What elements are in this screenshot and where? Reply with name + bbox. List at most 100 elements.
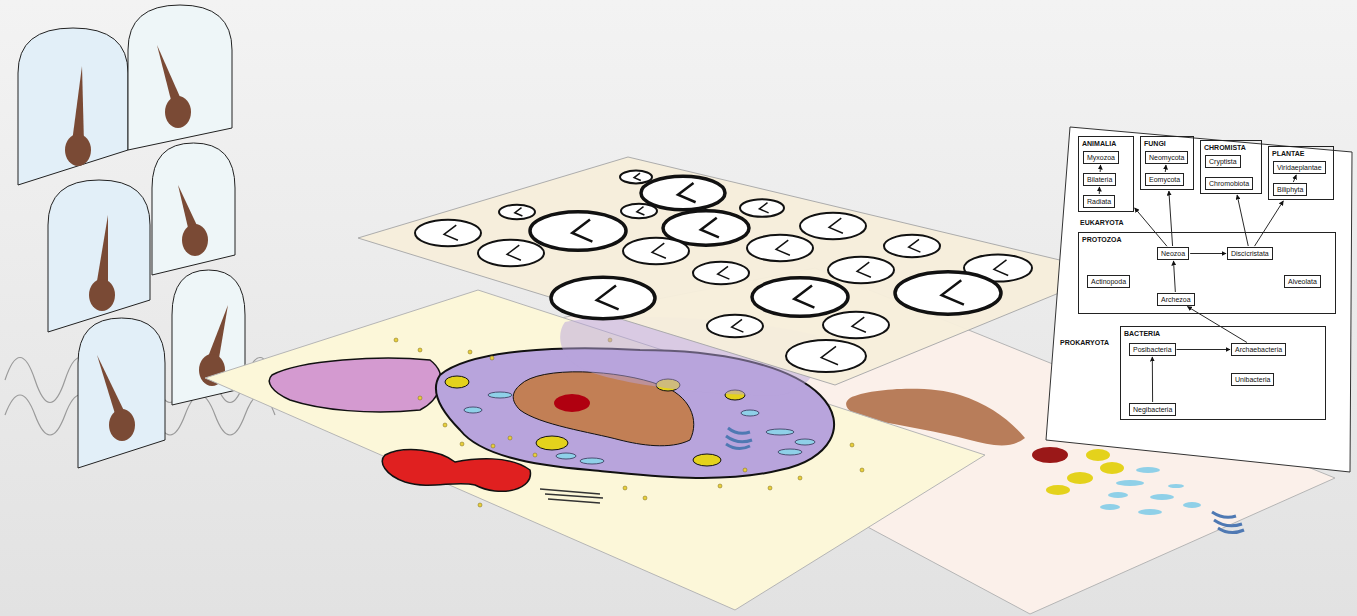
arrow-connector — [1165, 165, 1167, 172]
sperm-head — [165, 96, 191, 128]
taxon-name: Cryptista — [1209, 158, 1237, 165]
taxon-name: Neomycota — [1149, 154, 1184, 161]
clock — [693, 262, 749, 284]
clock-hands — [678, 183, 696, 202]
clock-hands — [572, 219, 592, 241]
red-cell — [382, 450, 530, 492]
yellow-organelle — [1046, 485, 1070, 495]
yellow-organelle — [445, 376, 469, 388]
cell-plate — [205, 290, 985, 610]
yellow-organelle — [1067, 472, 1093, 484]
sperm-tail — [96, 215, 108, 289]
clock-hands — [634, 173, 641, 180]
vesicle — [508, 436, 512, 440]
clock-face — [786, 340, 866, 372]
clock — [895, 272, 1001, 314]
clock-hands — [759, 203, 768, 213]
taxon-name: Biliphyta — [1277, 186, 1303, 193]
vesicle — [533, 453, 537, 457]
arch-window — [128, 5, 232, 150]
clock — [641, 176, 725, 210]
group-heading: BACTERIA — [1121, 327, 1163, 340]
sperm-head — [65, 134, 91, 166]
arrow-connector — [1190, 253, 1226, 254]
clock-face — [800, 213, 866, 239]
clock-hands — [942, 280, 964, 304]
clock — [747, 235, 813, 261]
clock-face — [707, 315, 763, 337]
clock — [828, 257, 894, 283]
clock-face — [828, 257, 894, 283]
vesicle — [798, 476, 802, 480]
clock-face — [551, 277, 655, 319]
taxon-box: Archezoa — [1157, 293, 1195, 306]
vesicle — [394, 338, 398, 342]
taxon-name: Negibacteria — [1133, 406, 1172, 413]
group-heading: FUNGI — [1141, 137, 1169, 150]
taxon-name: Actinopoda — [1091, 278, 1126, 285]
clock-face — [478, 240, 544, 266]
sperm-head — [182, 224, 208, 256]
clock — [884, 235, 940, 257]
blue-organelle — [766, 429, 794, 435]
clock — [800, 213, 866, 239]
arrow-connector — [1237, 195, 1248, 246]
clock-face — [740, 199, 784, 217]
clock-hands — [994, 260, 1008, 276]
domain-label: PROKARYOTA — [1060, 338, 1109, 347]
pink-cell — [269, 358, 441, 412]
vesicle — [418, 348, 422, 352]
group-box: PROTOZOANeozoaDiscicristataActinopodaAlv… — [1078, 232, 1336, 314]
vesicle — [768, 486, 772, 490]
clock-hands — [652, 243, 666, 258]
taxon-name: Bilateria — [1087, 176, 1112, 183]
yellow-organelle — [1086, 449, 1110, 461]
blue-organelle — [1100, 504, 1120, 510]
tree-sheet — [1046, 127, 1352, 472]
blue-organelle — [1150, 494, 1174, 500]
clock-hands — [794, 285, 814, 307]
clock-hands — [507, 245, 521, 260]
taxon-name: Discicristata — [1231, 250, 1269, 257]
clock-hands — [444, 225, 458, 240]
clock-hands — [829, 218, 843, 233]
sperm-tail — [72, 66, 84, 144]
clock-face — [823, 312, 889, 338]
golgi — [726, 428, 752, 449]
clock — [752, 278, 848, 316]
clock — [551, 277, 655, 319]
taxon-box: Actinopoda — [1087, 275, 1130, 288]
taxon-name: Eomycota — [1149, 176, 1180, 183]
arrow-connector — [1255, 201, 1284, 246]
clock-face — [752, 278, 848, 316]
taxon-box: Bilateria — [1083, 173, 1116, 186]
taxon-name: Posibacteria — [1133, 346, 1172, 353]
clock-hands — [718, 266, 730, 279]
blue-organelle — [1168, 484, 1184, 488]
taxon-box: Neozoa — [1157, 247, 1189, 260]
clock-hands — [821, 346, 838, 364]
taxon-box: Unibacteria — [1231, 373, 1274, 386]
blue-organelle — [488, 392, 512, 398]
clock — [786, 340, 866, 372]
vesicle — [490, 356, 494, 360]
clock — [707, 315, 763, 337]
yellow-organelle — [693, 454, 721, 466]
vesicle — [623, 486, 627, 490]
taxon-box: Radiata — [1083, 195, 1115, 208]
vesicle — [468, 350, 472, 354]
taxon-name: Chromobiota — [1209, 180, 1249, 187]
taxon-box: Chromobiota — [1205, 177, 1253, 190]
taxon-name: Unibacteria — [1235, 376, 1270, 383]
domain-label: EUKARYOTA — [1080, 218, 1124, 227]
taxon-box: Archaebacteria — [1231, 343, 1286, 356]
clock — [623, 238, 689, 264]
vesicle — [460, 442, 464, 446]
blue-organelle — [1116, 480, 1144, 486]
taxon-box: Biliphyta — [1273, 183, 1307, 196]
golgi — [1212, 512, 1244, 533]
arrow-connector — [1187, 307, 1247, 343]
blue-organelle — [1138, 509, 1162, 515]
